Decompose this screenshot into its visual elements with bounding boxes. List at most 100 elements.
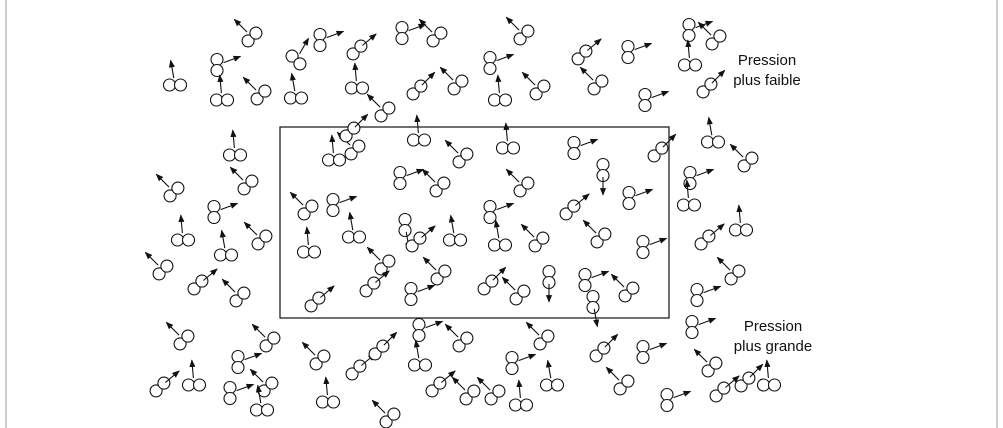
atom-circle: [420, 359, 432, 371]
molecule: [522, 72, 550, 100]
atom-circle: [639, 100, 651, 112]
molecule: [686, 316, 716, 339]
molecule: [648, 134, 676, 162]
atom-circle: [568, 200, 580, 212]
atom-circle: [622, 52, 634, 64]
molecule: [502, 277, 530, 305]
molecule: [639, 89, 669, 112]
atom-circle: [346, 82, 358, 94]
velocity-arrow-icon: [221, 203, 238, 209]
molecule: [702, 117, 725, 148]
molecule: [215, 230, 238, 261]
velocity-arrow-icon: [498, 75, 500, 93]
atom-circle: [334, 154, 346, 166]
atom-circle: [684, 167, 696, 179]
atom-circle: [703, 230, 715, 242]
molecule: [405, 283, 435, 306]
atom-circle: [587, 302, 599, 314]
atom-circle: [484, 52, 496, 64]
molecule: [489, 75, 512, 106]
molecule: [346, 63, 369, 94]
molecule: [477, 377, 505, 405]
velocity-arrow-icon: [222, 279, 235, 292]
atom-circle: [355, 40, 367, 52]
velocity-arrow-icon: [220, 75, 222, 93]
atom-circle: [552, 379, 564, 391]
atom-circle: [599, 228, 611, 240]
atom-circle: [683, 19, 695, 31]
atom-circle: [579, 280, 591, 292]
velocity-arrow-icon: [245, 353, 262, 359]
atom-circle: [394, 178, 406, 190]
atom-circle: [627, 282, 639, 294]
molecule: [298, 227, 321, 258]
velocity-arrow-icon: [203, 269, 217, 281]
velocity-arrow-icon: [350, 212, 353, 230]
atom-circle: [232, 362, 244, 374]
atom-circle: [542, 330, 554, 342]
molecule: [484, 52, 514, 75]
molecule: [579, 269, 609, 292]
velocity-arrow-icon: [250, 369, 263, 382]
atom-circle: [268, 332, 280, 344]
atom-circle: [211, 65, 223, 77]
atom-circle: [260, 230, 272, 242]
molecule: [478, 267, 506, 295]
low-pressure-label: Pression plus faible: [712, 51, 822, 91]
atom-circle: [661, 400, 673, 412]
atom-circle: [730, 224, 742, 236]
velocity-arrow-icon: [384, 332, 397, 345]
low-pressure-label-line2: plus faible: [712, 71, 822, 91]
molecule: [452, 377, 480, 405]
atom-circle: [541, 379, 553, 391]
molecule: [172, 215, 195, 246]
atom-circle: [226, 249, 238, 261]
velocity-arrow-icon: [710, 224, 724, 236]
molecule-field: [145, 17, 780, 428]
velocity-arrow-icon: [699, 318, 716, 324]
velocity-arrow-icon: [635, 43, 652, 49]
velocity-arrow-icon: [171, 60, 174, 78]
atom-circle: [196, 275, 208, 287]
atom-circle: [306, 200, 318, 212]
velocity-arrow-icon: [506, 169, 519, 182]
atom-circle: [538, 80, 550, 92]
velocity-arrow-icon: [320, 286, 334, 298]
atom-circle: [639, 89, 651, 101]
velocity-arrow-icon: [244, 222, 257, 235]
molecule: [637, 341, 667, 364]
atom-circle: [158, 377, 170, 389]
atom-circle: [317, 396, 329, 408]
atom-circle: [587, 291, 599, 303]
molecule: [506, 352, 536, 375]
molecule: [710, 376, 739, 402]
velocity-arrow-icon: [519, 380, 521, 398]
molecule: [445, 324, 473, 352]
molecule: [510, 380, 533, 411]
atom-circle: [686, 327, 698, 339]
atom-circle: [354, 231, 366, 243]
molecule: [222, 279, 250, 307]
atom-circle: [318, 350, 330, 362]
atom-circle: [543, 266, 555, 278]
atom-circle: [637, 236, 649, 248]
atom-circle: [164, 79, 176, 91]
atom-circle: [678, 199, 690, 211]
molecule: [489, 220, 512, 251]
molecule: [166, 322, 194, 350]
velocity-arrow-icon: [222, 230, 225, 248]
molecule: [208, 201, 238, 224]
molecule: [426, 371, 455, 397]
atom-circle: [468, 385, 480, 397]
molecule: [572, 39, 601, 65]
velocity-arrow-icon: [243, 77, 256, 90]
molecule: [497, 123, 520, 154]
molecule: [230, 167, 258, 195]
molecule: [684, 167, 714, 190]
molecule: [637, 236, 667, 259]
molecule: [327, 194, 357, 217]
molecule: [526, 322, 554, 350]
atom-circle: [461, 332, 473, 344]
atom-circle: [484, 63, 496, 75]
molecule: [580, 67, 608, 95]
